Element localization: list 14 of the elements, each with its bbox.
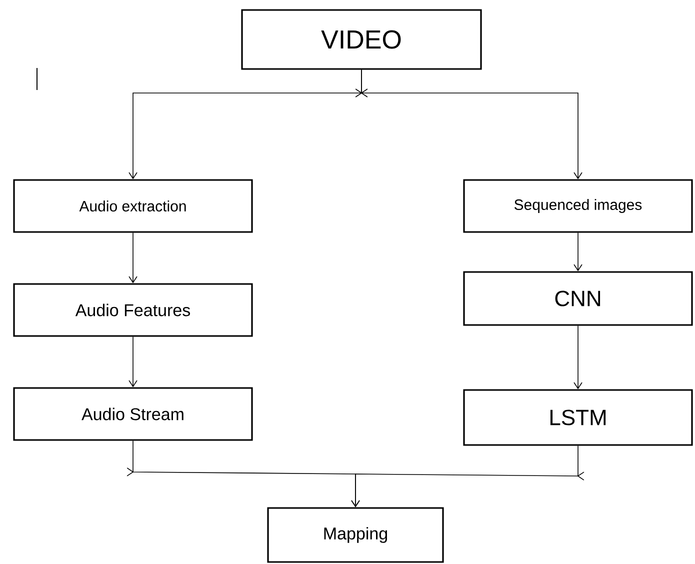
- process-box: Mapping: [267, 507, 444, 563]
- process-box: Audio Features: [13, 283, 253, 337]
- arrow: [128, 232, 138, 284]
- process-box: VIDEO: [241, 9, 482, 70]
- process-box: LSTM: [463, 389, 693, 446]
- arrow: [355, 69, 582, 180]
- process-box: Sequenced images: [463, 179, 693, 233]
- process-box: CNN: [463, 271, 693, 326]
- arrow: [574, 232, 582, 272]
- arrow: [128, 336, 138, 388]
- process-box: Audio Stream: [13, 387, 253, 441]
- process-box: Audio extraction: [13, 179, 253, 233]
- arrow: [574, 325, 582, 390]
- arrow: [351, 445, 584, 508]
